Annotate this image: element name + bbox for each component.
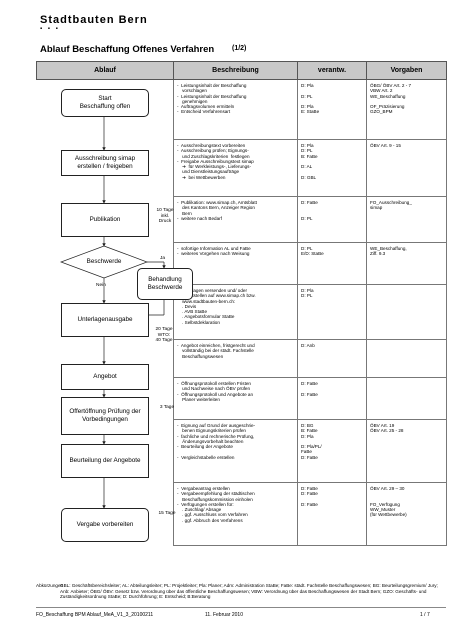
row-responsible: D: PL E/D: StaBe: [301, 246, 324, 257]
column-header-verantw: verantw.: [297, 61, 367, 80]
row-requirements: ÖBV Art. 19 ÖBV Art. 25 - 28: [370, 423, 404, 434]
row-description: - Angebot einreichen, fristgerecht und v…: [177, 343, 255, 359]
abbreviations-text: GBL: Geschäftsbereichsleiter; AL: Abteil…: [60, 583, 438, 600]
footer-filename: FO_Beschaffung BPM Ablauf_MeA_V1_3_20100…: [36, 612, 154, 618]
note-vergabe-duration: 15 Tage: [158, 511, 176, 516]
table-row: - Öffnungsprotokoll erstellen Fristen un…: [37, 377, 447, 420]
process-table: Ablauf Beschreibung verantw. Vorgaben - …: [36, 61, 447, 546]
decision-yes-label: Ja: [160, 256, 166, 261]
note-publikation-duration: 10 Tage inkl. Druck: [156, 208, 174, 224]
footer-page-number: 1 / 7: [420, 612, 430, 618]
footer-date: 11. Februar 2010: [205, 612, 243, 618]
row-responsible: D: BG B: FaBe D: Pla D: Pla/PL/ FaBe D: …: [301, 423, 322, 460]
flow-step-vergabe: Vergabe vorbereiten: [61, 508, 149, 542]
row-description: - Vergabeantrag erstellen - Vergabeempfe…: [177, 486, 255, 523]
flow-start-box: Start Beschaffung offen: [61, 89, 149, 117]
flow-step-ausschreibung: Ausschreibung simap erstellen / freigebe…: [61, 150, 149, 176]
flow-step-publikation: Publikation: [61, 203, 149, 237]
table-row: - Vergabeantrag erstellen - Vergabeempfe…: [37, 482, 447, 546]
row-requirements: ÖBV Art. 29 – 30 FO_Verfügung WW_Muster …: [370, 486, 407, 518]
brand-logo-text: Stadtbauten Bern: [40, 14, 148, 26]
row-responsible: D: FaBe D: PL: [301, 200, 318, 221]
flow-step-unterlagenausgabe: Unterlagenausgabe: [61, 303, 149, 337]
table-row: - Angebot einreichen, fristgerecht und v…: [37, 339, 447, 378]
row-description: - sofortige Information AL und FaBe - we…: [177, 246, 251, 257]
table-header-row: Ablauf Beschreibung verantw. Vorgaben: [36, 61, 447, 80]
row-description: - Publikation: www.simap.ch, Amtsblatt d…: [177, 200, 257, 221]
row-requirements: ÖBG/ ÖBV Art. 2 - 7 VBW Art. 2 WE_Bescha…: [370, 83, 412, 115]
row-description: - Eignung auf Grund der ausgeschrie- ben…: [177, 423, 256, 460]
flow-step-offertoeffnung: Offertöffnung Prüfung der Vorbedingungen: [61, 397, 149, 435]
row-description: - Unterlagen versenden und/ oder bereits…: [177, 288, 256, 325]
table-row: - Unterlagen versenden und/ oder bereits…: [37, 284, 447, 340]
decision-diamond: [59, 245, 149, 279]
brand-dots: ▪ ▪ ▪: [40, 26, 60, 32]
page-indicator: (1/2): [232, 45, 247, 52]
row-responsible: D: FaBe D: FaBe D: FaBe: [301, 486, 318, 507]
decision-label: Beschwerde: [86, 258, 122, 265]
column-header-ablauf: Ablauf: [36, 61, 174, 80]
flow-step-beurteilung: Beurteilung der Angebote: [61, 444, 149, 478]
footer-divider: [36, 607, 446, 608]
row-responsible: D: Pla D: PL: [301, 288, 314, 299]
note-offertoeffnung-duration: 3 Tage: [159, 405, 175, 410]
row-responsible: D: Anb: [301, 343, 315, 348]
row-description: - Öffnungsprotokoll erstellen Fristen un…: [177, 381, 254, 402]
table-row: - Leistungsinhalt der Beschaffung vorsch…: [37, 79, 447, 140]
flow-step-angebot: Angebot: [61, 364, 149, 390]
decision-no-label: Nein: [96, 283, 106, 288]
row-description: - Leistungsinhalt der Beschaffung vorsch…: [177, 83, 247, 115]
row-requirements: FO_Ausschreibung_ simap: [370, 200, 412, 211]
table-row: - sofortige Information AL und FaBe - we…: [37, 242, 447, 285]
table-row: - Publikation: www.simap.ch, Amtsblatt d…: [37, 196, 447, 243]
row-responsible: D: FaBe D: FaBe: [301, 381, 318, 397]
row-description: - Ausschreibungstext vorbereiten - Aussc…: [177, 143, 254, 180]
table-row: - Ausschreibungstext vorbereiten - Aussc…: [37, 139, 447, 197]
note-unterlagen-duration: 20 Tage WTO: 40 Tage: [155, 327, 173, 343]
page-title: Ablauf Beschaffung Offenes Verfahren: [40, 44, 215, 55]
abbreviations-label: Abkürzungen: [36, 583, 64, 588]
row-responsible: D: Pla D: PL B: FaBe D: AL D: GBL: [301, 143, 318, 180]
row-requirements: ÖBV Art. 9 - 15: [370, 143, 401, 148]
row-responsible: D: Pla D: PL D: Pla E: StaBe: [301, 83, 320, 115]
flow-complaint-box: Behandlung Beschwerde: [137, 268, 193, 300]
row-requirements: WE_Beschaffung, Ziff. 9.3: [370, 246, 407, 257]
